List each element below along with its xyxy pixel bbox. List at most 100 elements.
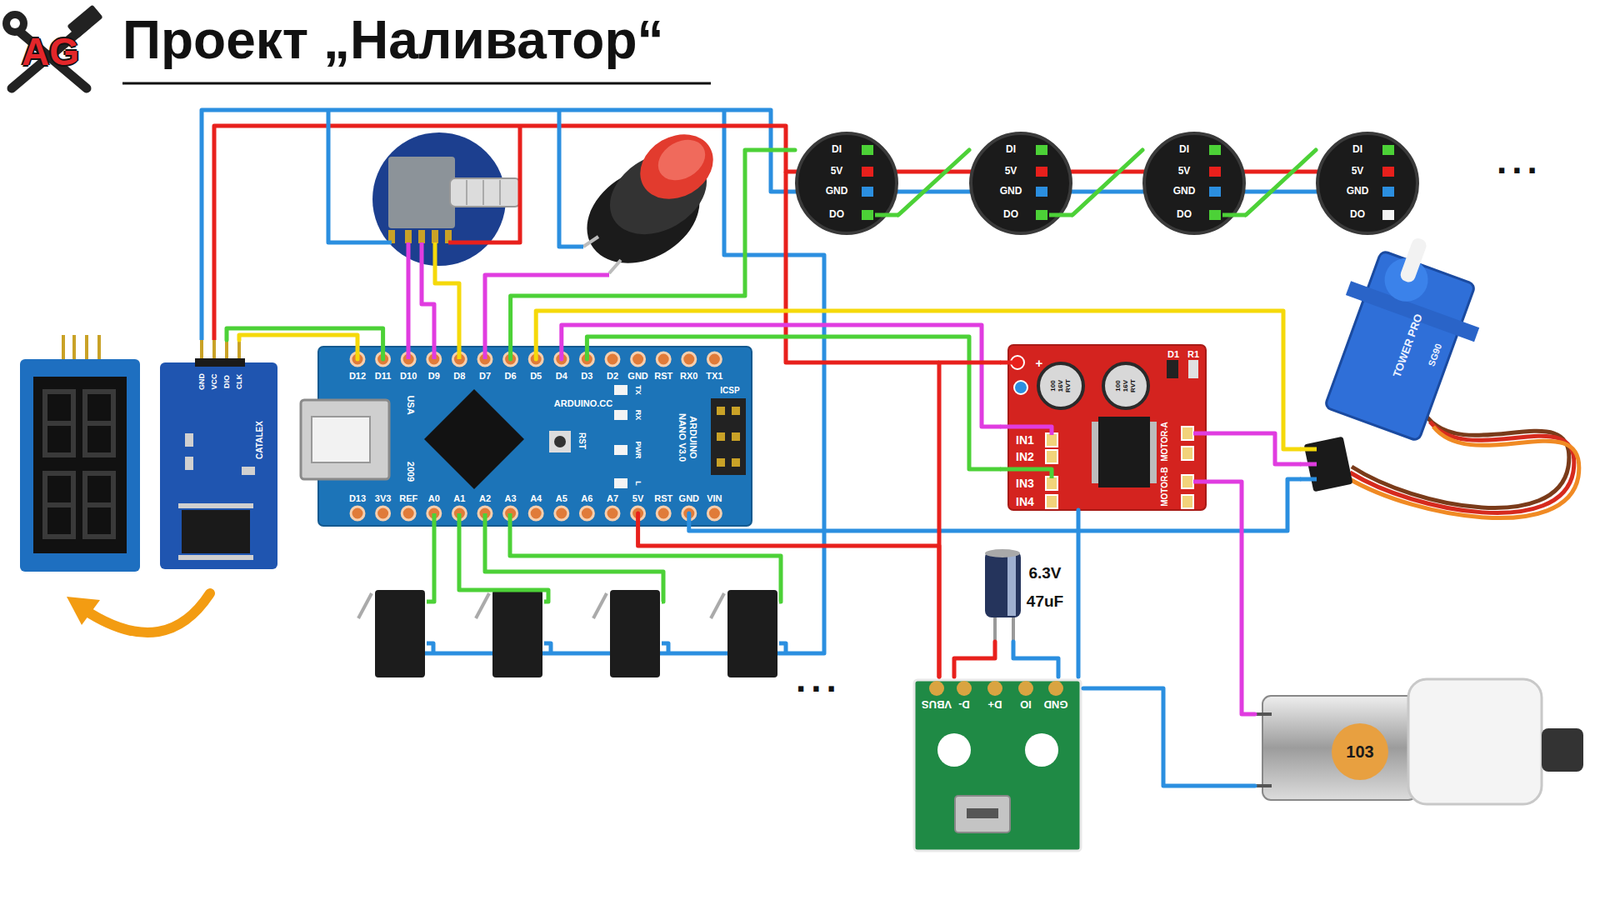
pin-label: GND: [679, 493, 700, 505]
pin-label: GND: [1346, 185, 1370, 198]
board-name: ARDUINO NANO V3.0: [676, 412, 698, 463]
arduino-board: [311, 416, 370, 463]
wire: [328, 110, 1317, 654]
led-pad: [1382, 166, 1395, 177]
pin-label: A5: [555, 493, 568, 505]
rotary-encoder: [482, 180, 485, 205]
servo-motor: TOWER PROSG90: [1300, 250, 1567, 517]
motor-driver-pcb: [1103, 363, 1149, 409]
capacitor-code: 103: [1345, 742, 1374, 762]
led-pad: [1035, 145, 1048, 155]
led-pad: [861, 145, 874, 155]
motor-driver-pcb: [1091, 421, 1099, 484]
motor-driver-pcb: [1181, 426, 1194, 440]
pin-label: D2: [606, 370, 619, 382]
led-pad: [1382, 210, 1395, 220]
display-driver-board: [185, 456, 194, 470]
pin-hole: [580, 506, 594, 520]
pin-hole: [707, 506, 721, 520]
water-pump: 103: [1255, 668, 1587, 811]
capacitor-marking: 100 16V RVT: [1049, 376, 1073, 395]
servo-body: [1303, 221, 1579, 519]
rotary-encoder: [418, 230, 425, 244]
display-driver-board: [185, 433, 194, 447]
logo-icon: [11, 25, 87, 89]
motor-driver-pcb: [1181, 475, 1194, 489]
pin-label: GND: [197, 373, 206, 390]
wire: [448, 125, 520, 243]
board-marking: 2009: [405, 461, 417, 482]
display-driver-board: [241, 466, 255, 475]
led-pad: [1035, 186, 1048, 197]
continuation-dots: ...: [795, 658, 842, 701]
pin-label: GND: [1044, 698, 1069, 711]
motor-driver-pcb: [1166, 360, 1179, 379]
water-pump-body: [1541, 728, 1584, 772]
rotary-encoder: [372, 132, 520, 266]
wire: [1205, 433, 1300, 465]
water-pump-body: [1255, 712, 1272, 716]
pin-label: GND: [1173, 185, 1196, 198]
limit-switch: [358, 593, 372, 619]
water-pump-body: [1408, 679, 1542, 805]
value-label: 47uF: [1026, 592, 1064, 611]
led-pad: [861, 145, 1395, 220]
pin-label: D4: [555, 370, 568, 382]
wire: [1222, 213, 1246, 218]
pin-label: RST: [654, 370, 673, 382]
led-pad: [1035, 166, 1048, 177]
capacitor-marking: 100 16V RVT: [1114, 376, 1138, 395]
pin-label: GND: [627, 370, 648, 382]
board-marking: RST: [576, 432, 587, 450]
push-button: [570, 121, 725, 283]
led-ring-board: [1317, 133, 1418, 234]
wire: [1300, 447, 1317, 452]
pin-label: D8: [453, 370, 465, 382]
pin-hole: [605, 506, 620, 520]
seven-segment-display: [85, 505, 114, 537]
pin-hole: [656, 506, 670, 520]
seven-segment-display: [61, 335, 65, 360]
motor-driver-pcb: [1045, 450, 1058, 464]
arduino-board: [731, 406, 740, 415]
usb-breakout-pcb: [914, 680, 1081, 851]
orange-arrow: [66, 596, 100, 625]
pin-label: D13: [349, 493, 366, 505]
usb-breakout-pcb: [966, 808, 999, 819]
led-label: TX: [634, 385, 643, 395]
arduino-board: [300, 346, 752, 526]
pin-label: DO: [1003, 209, 1019, 221]
rotary-encoder: [431, 230, 439, 244]
wire: [1205, 481, 1255, 715]
pin-label: DO: [1350, 209, 1365, 221]
part-label: D1: [1167, 349, 1180, 360]
pin-label: TX1: [705, 370, 723, 382]
arduino-board: [424, 389, 525, 490]
led-label: L: [634, 480, 643, 486]
limit-switch: [727, 590, 778, 678]
header-label: ICSP: [720, 385, 740, 396]
limit-switch: [358, 590, 778, 678]
pin-label: VIN: [706, 493, 722, 505]
led-pad: [1382, 186, 1395, 197]
limit-switch: [610, 590, 660, 678]
arduino-board: [614, 445, 628, 455]
pin-label: A0: [428, 493, 440, 505]
pin-label: REF: [399, 493, 418, 505]
servo-body: [1350, 421, 1575, 513]
led-pad: [1209, 210, 1221, 220]
pin-label: A3: [505, 493, 517, 505]
motor-driver-pcb: [1045, 433, 1058, 447]
motor-driver-board: +IN1IN2IN3IN4D1R1MOTOR-AMOTOR-B100 16V R…: [1000, 345, 1206, 510]
usb-breakout-pcb: [914, 680, 1081, 851]
led-pad: [1209, 186, 1221, 197]
pin-hole: [707, 352, 721, 366]
wire: [426, 513, 435, 602]
rotary-encoder: [405, 230, 412, 244]
electrolytic-capacitor: [1011, 615, 1015, 644]
electrolytic-capacitor: [985, 549, 1021, 644]
servo-body: [1398, 236, 1428, 285]
usb-breakout-pcb: [956, 680, 972, 696]
